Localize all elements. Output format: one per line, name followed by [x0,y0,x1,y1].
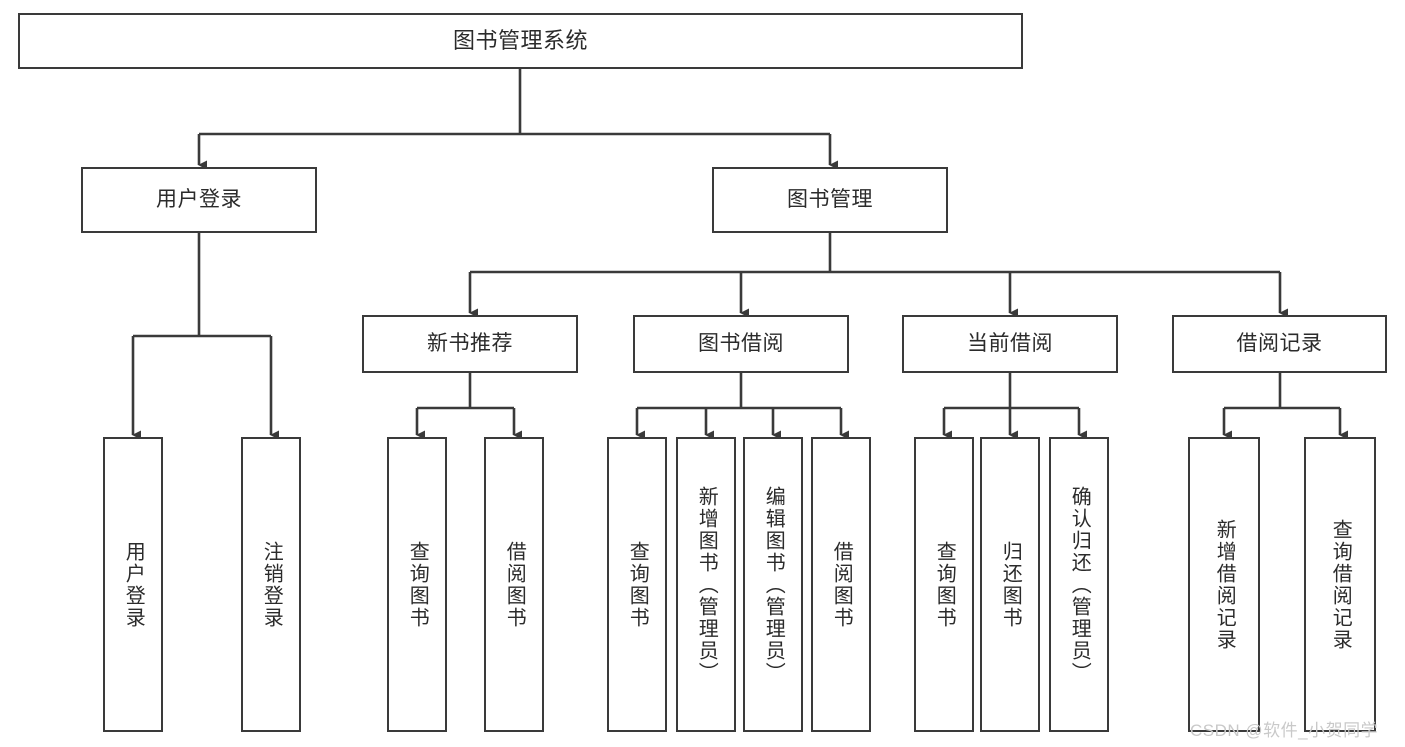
node-leaf-add-book-admin[interactable]: 新增图书（管理员） [676,437,736,732]
node-leaf-query-book-recommend[interactable]: 查询图书 [387,437,447,732]
node-book-borrow[interactable]: 图书借阅 [633,315,849,373]
node-leaf-user-login[interactable]: 用户登录 [103,437,163,732]
watermark-text: CSDN @软件_小贺同学 [1190,721,1379,740]
node-new-book-recommend[interactable]: 新书推荐 [362,315,578,373]
node-leaf-confirm-return-admin[interactable]: 确认归还（管理员） [1049,437,1109,732]
node-book-management[interactable]: 图书管理 [712,167,948,233]
node-leaf-query-book-borrow[interactable]: 查询图书 [607,437,667,732]
node-leaf-add-borrow-record[interactable]: 新增借阅记录 [1188,437,1260,732]
node-root-system[interactable]: 图书管理系统 [18,13,1023,69]
node-leaf-query-borrow-record[interactable]: 查询借阅记录 [1304,437,1376,732]
node-user-login[interactable]: 用户登录 [81,167,317,233]
node-leaf-query-book-current[interactable]: 查询图书 [914,437,974,732]
node-leaf-borrow-book[interactable]: 借阅图书 [811,437,871,732]
node-borrow-record[interactable]: 借阅记录 [1172,315,1387,373]
node-leaf-return-book[interactable]: 归还图书 [980,437,1040,732]
node-leaf-logout-login[interactable]: 注销登录 [241,437,301,732]
connector-lines [131,69,1348,440]
node-leaf-edit-book-admin[interactable]: 编辑图书（管理员） [743,437,803,732]
node-leaf-borrow-book-recommend[interactable]: 借阅图书 [484,437,544,732]
node-current-borrow[interactable]: 当前借阅 [902,315,1118,373]
